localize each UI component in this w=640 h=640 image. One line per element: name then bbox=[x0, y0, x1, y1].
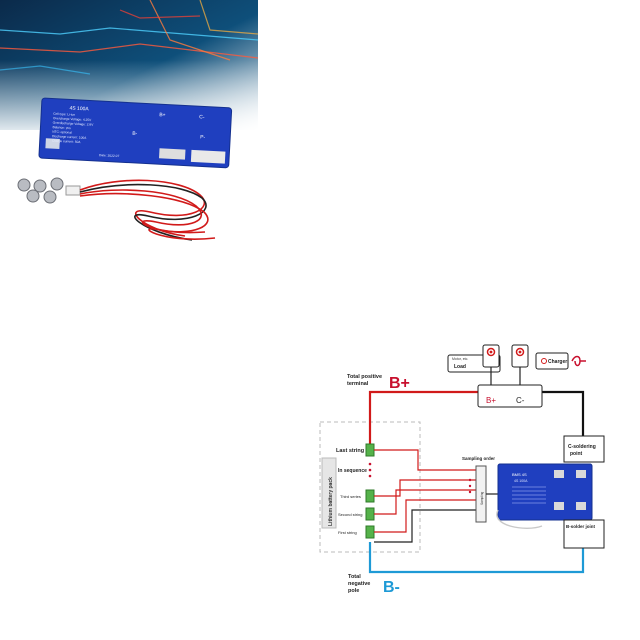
bc-terminal-box bbox=[477, 384, 543, 408]
wiring-diagram: Lithium battery pack Motor, etc. Load Ch… bbox=[319, 344, 605, 596]
b-plus-big-label: B+ bbox=[389, 375, 410, 392]
balance-connector bbox=[65, 185, 81, 196]
b-solder-label: B-solder joint bbox=[566, 524, 596, 529]
pad-label-b-minus: B- bbox=[132, 131, 138, 137]
board-spec-line: Overcharge Voltage: 4.25V bbox=[53, 116, 92, 122]
c-solder-line: C-soldering bbox=[568, 444, 596, 450]
total-negative-line: negative bbox=[348, 581, 370, 587]
load-label: Load bbox=[454, 364, 466, 370]
bms-board: 4S 100A Cell type: Li-ion Overcharge Vol… bbox=[38, 97, 233, 169]
board-spec-lines: Cell type: Li-ion Overcharge Voltage: 4.… bbox=[52, 112, 95, 145]
board-spec-line: Balance: yes bbox=[52, 125, 71, 130]
mini-board-title: BMS 4S bbox=[512, 472, 527, 477]
cell-third bbox=[365, 489, 375, 503]
charger-label: Charger bbox=[548, 359, 567, 365]
negative-wire bbox=[368, 542, 585, 574]
board-spec-line: Discharge current: 100A bbox=[52, 134, 87, 140]
screws bbox=[17, 177, 64, 204]
first-string-label: First string bbox=[338, 530, 357, 535]
battery-pack-label: Lithium battery pack bbox=[328, 477, 334, 526]
battery-pack-label-box bbox=[321, 457, 337, 529]
connector-label: Sampling bbox=[480, 491, 484, 505]
in-sequence-label: In sequence bbox=[338, 468, 367, 474]
board-title: 4S 100A bbox=[69, 105, 89, 112]
wire-harness bbox=[79, 179, 216, 241]
pad-label-c-minus: C- bbox=[199, 114, 205, 120]
cell-column bbox=[365, 443, 375, 539]
product-photo: 4S 100A Cell type: Li-ion Overcharge Vol… bbox=[0, 0, 258, 258]
board-spec-line: Cell type: Li-ion bbox=[53, 112, 75, 117]
sampling-order-label: Sampling order bbox=[462, 456, 495, 461]
b-minus-big-label: B- bbox=[383, 579, 400, 596]
pad-label-b-plus: B+ bbox=[159, 112, 166, 118]
third-series-label: Third series bbox=[340, 494, 361, 499]
pad-label-p-minus: P- bbox=[200, 134, 206, 140]
positive-wire bbox=[368, 390, 480, 450]
b-solder-box bbox=[563, 519, 605, 549]
circuit-glow-lines bbox=[0, 0, 258, 75]
sampling-wires bbox=[374, 449, 476, 543]
board-spec-line: Overdischarge Voltage: 2.8V bbox=[53, 121, 95, 127]
c-solder-label: C-soldering point bbox=[568, 444, 597, 457]
ntc-wire bbox=[496, 509, 543, 529]
board-spec-line: NTC: optional bbox=[52, 130, 72, 135]
cell-first bbox=[365, 525, 375, 539]
total-positive-line: Total positive bbox=[347, 374, 382, 380]
second-string-label: Second string bbox=[338, 512, 362, 517]
total-negative-line: pole bbox=[348, 588, 359, 594]
mini-board-sub: 4S 100A bbox=[514, 479, 528, 483]
c-solder-box bbox=[563, 435, 605, 463]
mini-board-lines bbox=[512, 486, 546, 504]
terminal-c-minus: C- bbox=[516, 396, 525, 405]
motor-label: Motor, etc. bbox=[452, 357, 468, 361]
cell-second bbox=[365, 507, 375, 521]
total-negative-label: Total negative pole bbox=[348, 574, 372, 594]
c-solder-line: point bbox=[570, 451, 583, 457]
total-negative-line: Total bbox=[348, 574, 361, 580]
terminal-b-plus: B+ bbox=[486, 396, 496, 405]
total-positive-label: Total positive terminal bbox=[347, 374, 384, 387]
charger-box bbox=[535, 352, 569, 370]
total-positive-line: terminal bbox=[347, 381, 369, 387]
plug-icon bbox=[571, 355, 586, 367]
last-string-label: Last string bbox=[336, 448, 364, 454]
c-minus-wire bbox=[525, 390, 585, 436]
mini-bms-board bbox=[497, 463, 593, 521]
board-date: Date: 2022-07 bbox=[99, 153, 120, 158]
cell-last bbox=[365, 443, 375, 457]
board-spec-line: Charge current: 50A bbox=[52, 139, 82, 145]
